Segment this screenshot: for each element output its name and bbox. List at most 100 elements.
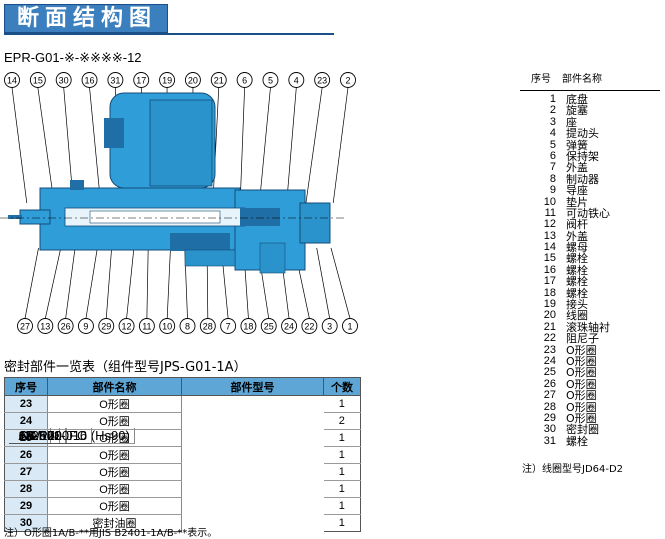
seal-cell-qty: 1	[323, 429, 361, 447]
part-name: 座	[566, 115, 577, 129]
callout-label: 21	[214, 76, 224, 86]
seal-cell-name: O形圈	[47, 480, 182, 498]
part-name: 螺栓	[566, 434, 588, 448]
callout-label: 2	[345, 76, 350, 86]
section-title: 断面结构图	[4, 4, 169, 33]
callout-label: 5	[268, 76, 273, 86]
callout-label: 12	[122, 322, 132, 332]
seal-cell-no: 30	[4, 514, 48, 532]
part-name: 螺栓	[566, 252, 588, 266]
leader-lines	[11, 87, 351, 319]
leader-line	[37, 87, 55, 204]
part-name: 导座	[566, 184, 588, 198]
seal-cell-no: 29	[4, 497, 48, 515]
parts-list-header: 序号 部件名称	[520, 70, 660, 91]
leader-line	[259, 87, 271, 204]
part-name: 密封圈	[566, 423, 599, 437]
seal-cell-name: O形圈	[47, 463, 182, 481]
leader-line	[286, 87, 297, 204]
section-title-bar: 断面结构图	[4, 4, 203, 33]
part-number: 8	[549, 172, 556, 185]
part-name: 外盖	[566, 161, 588, 175]
part-number: 26	[543, 377, 556, 390]
model-code: EPR-G01-※-※※※※-12	[4, 50, 142, 65]
part-name: O形圈	[566, 400, 597, 414]
seal-table-header: 序号 部件名称 部件型号 个数	[4, 377, 361, 396]
callout-label: 1	[347, 322, 352, 332]
seal-cell-qty: 1	[323, 446, 361, 464]
part-name: 螺栓	[566, 263, 588, 277]
part-number: 3	[549, 115, 556, 128]
part-number: 14	[543, 241, 556, 254]
part-name: 旋塞	[566, 104, 588, 118]
parts-list-item: 9 导座	[520, 184, 660, 198]
part-name: 接头	[566, 298, 588, 312]
part-number: 12	[543, 218, 556, 231]
parts-list-item: 26 O形圈	[520, 377, 660, 391]
seal-cell-name: O形圈	[47, 412, 182, 430]
leader-line	[105, 247, 112, 319]
leader-line	[89, 87, 101, 204]
part-name: 可动铁心	[566, 206, 610, 220]
callout-label: 27	[20, 322, 30, 332]
callout-label: 16	[85, 76, 95, 86]
seal-cell-name: O形圈	[47, 395, 182, 413]
part-number: 23	[543, 343, 556, 356]
leader-line	[332, 87, 349, 204]
part-number: 18	[543, 286, 556, 299]
part-number: 2	[549, 104, 556, 117]
callout-label: 31	[110, 76, 120, 86]
seal-cell-qty: 1	[323, 480, 361, 498]
callout-label: 10	[162, 322, 172, 332]
part-number: 9	[549, 184, 556, 197]
leader-line	[24, 247, 39, 319]
part-name: O形圈	[566, 377, 597, 391]
callout-label: 13	[40, 322, 50, 332]
col-no-header: 序号	[4, 377, 48, 396]
part-number: 10	[543, 195, 556, 208]
part-name: 制动器	[566, 172, 599, 186]
parts-col-no: 序号	[531, 74, 551, 85]
parts-col-name: 部件名称	[562, 74, 602, 85]
callout-label: 15	[33, 76, 43, 86]
part-number: 5	[549, 138, 556, 151]
part-name: 保持架	[566, 149, 599, 163]
parts-list-item: 29 O形圈	[520, 411, 660, 425]
part-number: 19	[543, 298, 556, 311]
part-number: 17	[543, 275, 556, 288]
part-name: O形圈	[566, 411, 597, 425]
part-name: 阀杆	[566, 218, 588, 232]
seal-cell-no: 28	[4, 480, 48, 498]
seal-table-title: 密封部件一览表（组件型号JPS-G01-1A）	[4, 360, 247, 375]
callout-label: 14	[7, 76, 17, 86]
part-number: 22	[543, 332, 556, 345]
seal-cell-qty: 2	[323, 412, 361, 430]
callout-label: 8	[185, 322, 190, 332]
part-number: 24	[543, 354, 556, 367]
coil-model-note: 注）线圈型号JD64-D2	[522, 464, 624, 475]
part-number: 20	[543, 309, 556, 322]
callout-label: 4	[294, 76, 299, 86]
seal-cell-no: 26	[4, 446, 48, 464]
col-model-header: 部件型号	[181, 377, 324, 396]
callout-label: 22	[304, 322, 314, 332]
part-number: 29	[543, 411, 556, 424]
